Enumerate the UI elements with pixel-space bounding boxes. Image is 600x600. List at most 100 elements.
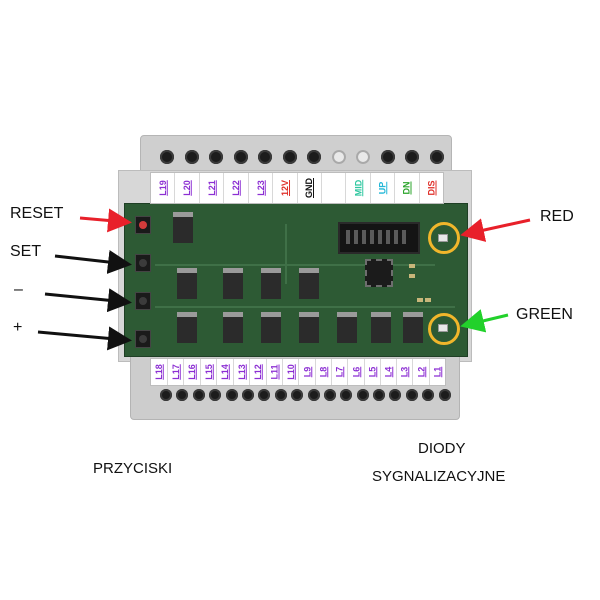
bottom-terminal-row <box>160 389 451 401</box>
mosfet <box>261 312 281 343</box>
pin-label-cell: DN <box>395 173 420 203</box>
mosfet <box>223 312 243 343</box>
pin-label: L16 <box>186 364 197 380</box>
terminal-screw <box>405 389 418 401</box>
pin-label-cell: DIS <box>420 173 443 203</box>
pin-label: L18 <box>153 364 164 380</box>
terminal-screw <box>307 389 320 401</box>
pin-label-cell: L18 <box>151 359 168 385</box>
pin-label: L13 <box>236 364 247 380</box>
pin-label: L4 <box>383 366 394 378</box>
smd-component <box>417 298 423 302</box>
terminal-screw <box>209 150 223 164</box>
pin-label: L17 <box>170 364 181 380</box>
minus-label: – <box>14 281 23 298</box>
terminal-screw <box>192 389 205 401</box>
terminal-screw <box>438 389 451 401</box>
leds-caption-line2: SYGNALIZACYJNE <box>372 468 506 485</box>
plus-arrow <box>37 326 132 351</box>
green-led-highlight-ring <box>428 313 460 345</box>
pin-label: L7 <box>334 366 345 378</box>
pin-label: 12V <box>279 179 290 197</box>
pin-label: L12 <box>252 364 263 380</box>
pin-label: DN <box>401 181 412 195</box>
terminal-screw <box>209 389 222 401</box>
pin-label: L5 <box>367 366 378 378</box>
buttons-caption: PRZYCISKI <box>93 460 173 477</box>
pin-label: L3 <box>399 366 410 378</box>
pcb-trace <box>285 224 287 284</box>
leds-caption-line1: DIODY <box>418 440 466 457</box>
mosfet <box>223 268 243 299</box>
terminal-screw <box>380 150 395 164</box>
pin-label-cell: L12 <box>250 359 267 385</box>
pin-label-cell: L8 <box>316 359 332 385</box>
terminal-screw <box>233 150 248 164</box>
microcontroller-chip <box>365 259 393 287</box>
set-arrow <box>54 250 132 274</box>
terminal-screw <box>405 150 419 164</box>
pin-label-cell: L10 <box>283 359 300 385</box>
terminal-screw <box>241 389 254 401</box>
mosfet <box>299 268 319 299</box>
pin-label: L6 <box>350 366 361 378</box>
pin-label: GND <box>304 178 315 198</box>
terminal-screw <box>429 150 444 164</box>
pin-label-cell: L22 <box>224 173 249 203</box>
set-button-switch[interactable] <box>135 254 151 272</box>
pin-label-cell: L2 <box>413 359 430 385</box>
pin-label: L9 <box>302 366 313 378</box>
pcb-trace <box>155 306 455 308</box>
pin-label: L23 <box>255 180 266 196</box>
red-led-highlight-ring <box>428 222 460 254</box>
terminal-screw <box>291 389 304 401</box>
mosfet <box>177 312 197 343</box>
terminal-screw <box>323 389 336 401</box>
pin-label-cell: 12V <box>273 173 298 203</box>
terminal-screw <box>307 150 321 164</box>
pin-label-cell: L11 <box>267 359 283 385</box>
terminal-screw <box>373 389 386 401</box>
pin-label-cell: L14 <box>217 359 234 385</box>
pin-label: DIS <box>426 180 437 196</box>
pin-label-cell: L5 <box>365 359 381 385</box>
terminal-screw <box>356 150 370 164</box>
terminal-screw <box>389 389 402 401</box>
terminal-screw <box>274 389 287 401</box>
pin-label: L1 <box>432 366 443 378</box>
pin-label-cell: GND <box>298 173 322 203</box>
smd-component <box>425 298 431 302</box>
minus-arrow <box>44 288 132 313</box>
plus-button-switch[interactable] <box>135 330 151 348</box>
green-led-arrow <box>460 309 509 333</box>
pcb-board <box>124 203 468 357</box>
terminal-screw <box>422 389 435 401</box>
reset-button-switch[interactable] <box>135 216 151 234</box>
pin-header-connector <box>338 222 420 254</box>
pin-label: L8 <box>318 366 329 378</box>
pin-label-cell: L15 <box>201 359 218 385</box>
terminal-screw <box>282 150 297 164</box>
pin-label: L11 <box>269 364 280 380</box>
terminal-screw <box>331 150 346 164</box>
pin-label: L2 <box>416 366 427 378</box>
terminal-screw <box>258 150 272 164</box>
pin-label-cell: L13 <box>234 359 251 385</box>
pin-label-cell: L19 <box>151 173 176 203</box>
pin-label-cell: L1 <box>430 359 445 385</box>
pin-label-cell: L17 <box>168 359 185 385</box>
terminal-screw <box>160 150 174 164</box>
pin-label-cell: L3 <box>397 359 414 385</box>
red-led-label: RED <box>540 208 574 225</box>
plus-label: + <box>13 319 23 336</box>
pin-label-cell: L16 <box>184 359 201 385</box>
terminal-screw <box>258 389 271 401</box>
minus-button-switch[interactable] <box>135 292 151 310</box>
terminal-screw <box>340 389 353 401</box>
pin-label: UP <box>377 181 388 195</box>
pin-label-cell: L23 <box>249 173 274 203</box>
top-terminal-row <box>160 150 444 164</box>
